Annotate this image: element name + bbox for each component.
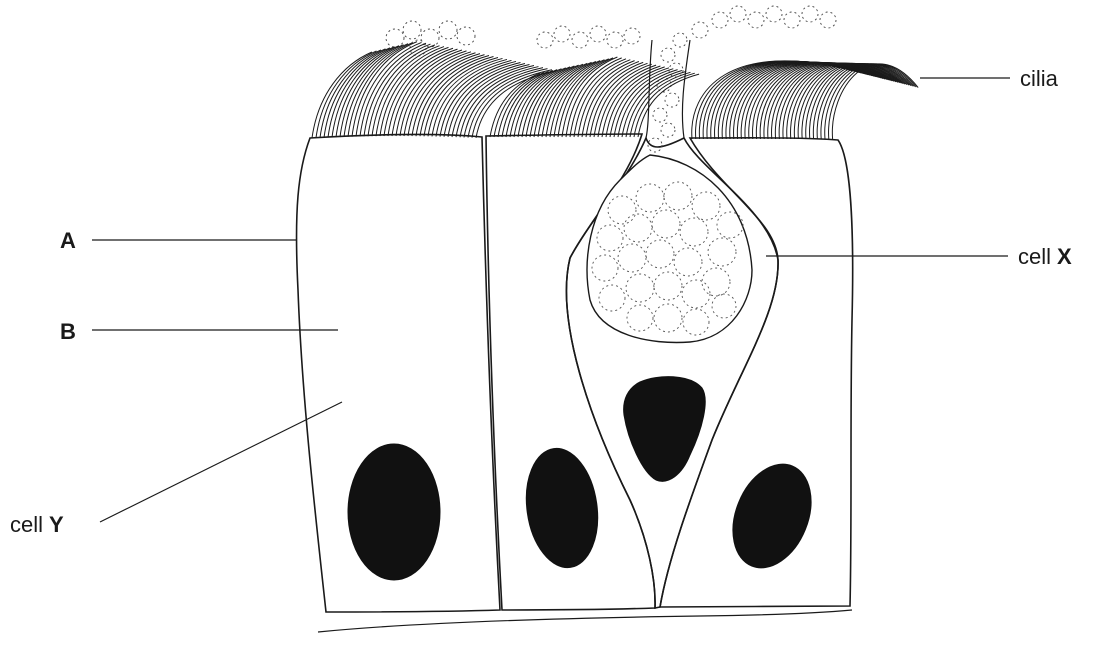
label-cell-x: cellX [1018,244,1072,269]
nucleus-right [718,452,825,579]
nucleus-left [348,444,440,580]
nucleus-middle [519,444,605,573]
goblet-duct [646,40,690,138]
basement-membrane [318,610,852,632]
label-line-cell-y [100,402,342,522]
cilium-strand [352,42,417,137]
label-cell-x-letter: X [1057,244,1072,269]
mucus-vacuole [587,155,752,343]
label-cell-y-letter: Y [49,512,64,537]
cilium-strand [574,60,630,137]
nucleus-goblet [624,377,706,482]
label-a: A [60,228,76,253]
label-b: B [60,319,76,344]
cilium-strand [490,73,540,137]
label-cell-x-prefix: cell [1018,244,1051,269]
label-cell-y-prefix: cell [10,512,43,537]
cilia-tufts [312,42,918,139]
label-cilia: cilia [1020,66,1059,91]
